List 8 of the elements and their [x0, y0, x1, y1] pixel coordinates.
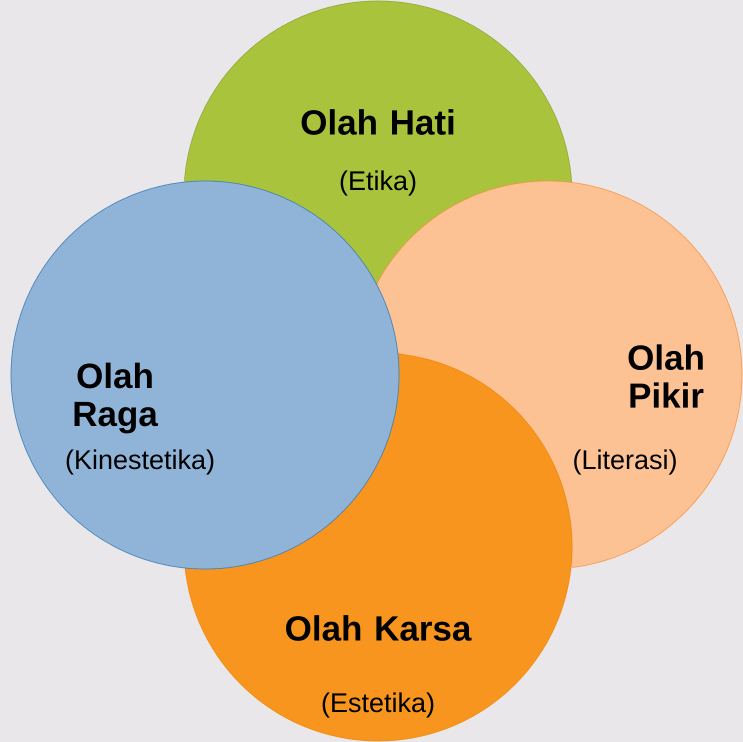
circle-subtitle: (Kinestetika) — [66, 449, 214, 475]
circle-subtitle: (Etika) — [340, 170, 416, 196]
circle-title: Olah Hati — [302, 109, 454, 135]
circle-title: Olah Raga — [74, 362, 158, 434]
circle-subtitle: (Estetika) — [322, 692, 434, 718]
circle-title: Olah Pikir — [628, 344, 704, 408]
circle-title: Olah Karsa — [286, 615, 472, 641]
circle-subtitle: (Literasi) — [574, 449, 676, 475]
